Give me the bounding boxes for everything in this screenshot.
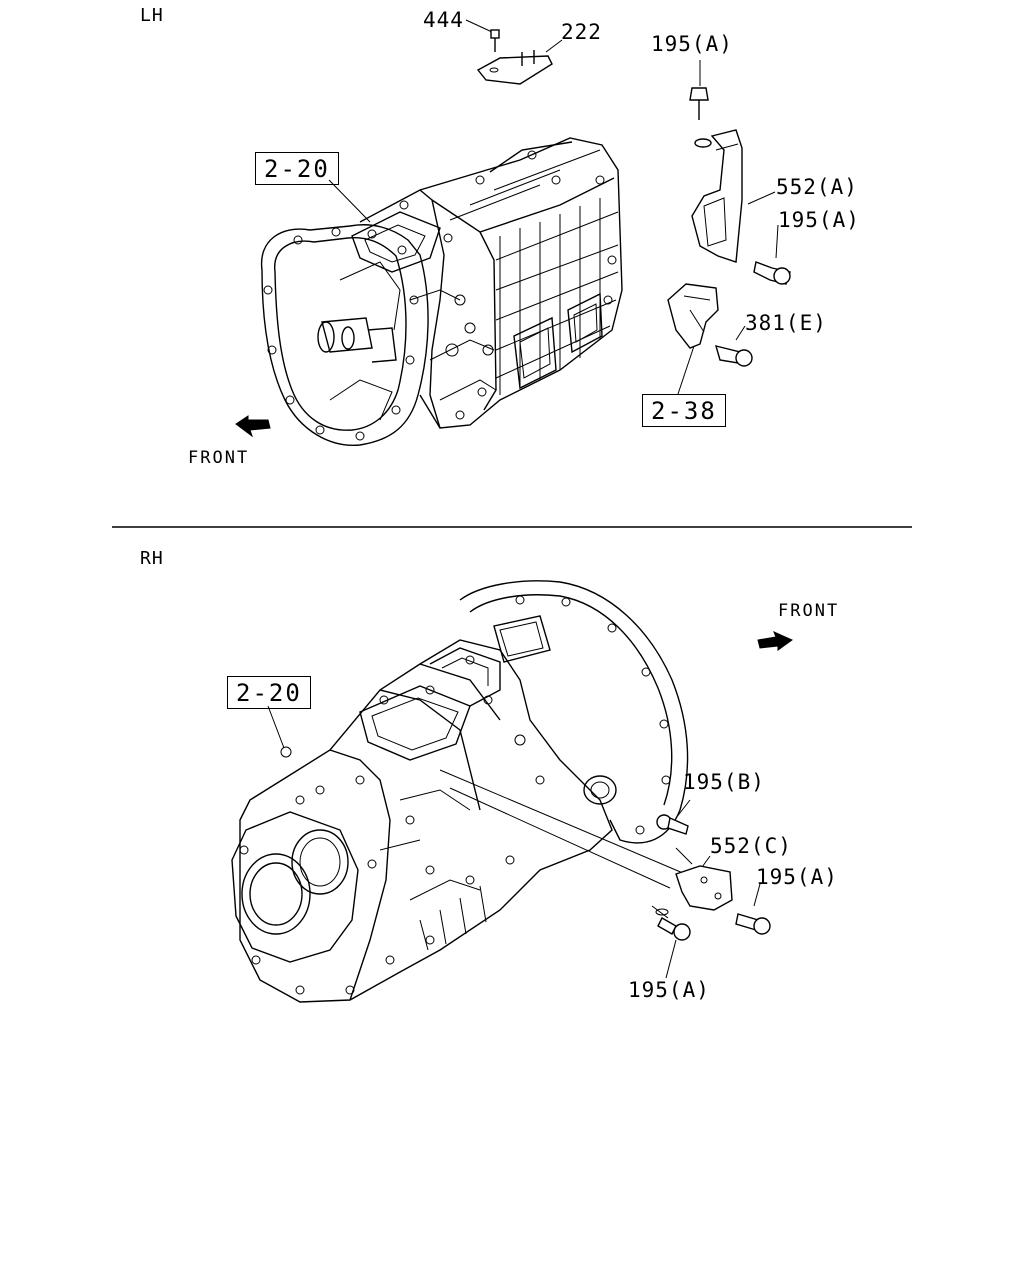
ref-box-2-38: 2-38 <box>642 394 726 427</box>
part-label-195a-mid: 195(A) <box>778 208 860 232</box>
part-label-381e: 381(E) <box>745 311 827 335</box>
lh-leaders <box>328 19 779 395</box>
front-label-rh: FRONT <box>778 601 840 621</box>
part-label-444: 444 <box>423 8 464 32</box>
part-label-552c: 552(C) <box>710 834 792 858</box>
rh-parts <box>655 814 771 941</box>
part-label-195b: 195(B) <box>683 770 765 794</box>
rh-transmission <box>231 580 689 1003</box>
front-arrow-rh <box>757 631 794 651</box>
front-arrow-lh <box>235 415 271 438</box>
part-label-195a-bottom: 195(A) <box>628 978 710 1002</box>
lh-parts <box>476 29 791 367</box>
part-label-222: 222 <box>561 20 602 44</box>
part-label-195a-top: 195(A) <box>651 32 733 56</box>
section-label-rh: RH <box>140 548 164 569</box>
lh-transmission <box>260 137 623 446</box>
section-label-lh: LH <box>140 5 164 26</box>
ref-box-2-20-rh: 2-20 <box>227 676 311 709</box>
part-label-195a-right: 195(A) <box>756 865 838 889</box>
front-label-lh: FRONT <box>188 448 250 468</box>
ref-box-2-20-lh: 2-20 <box>255 152 339 185</box>
part-label-552a: 552(A) <box>776 175 858 199</box>
